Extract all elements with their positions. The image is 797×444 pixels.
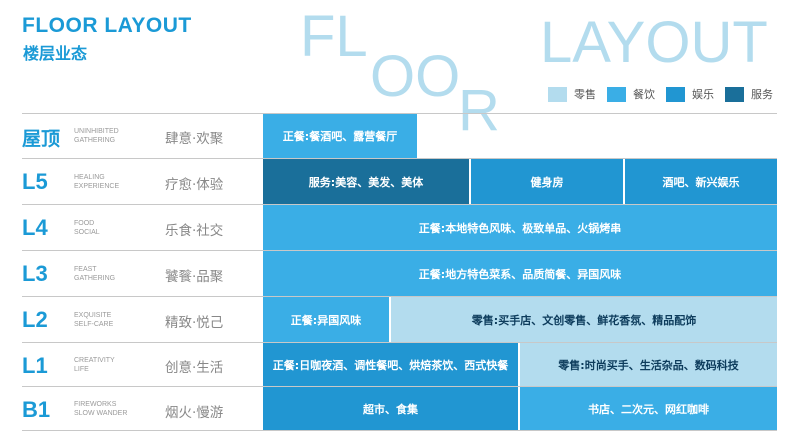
- floor-cell: 酒吧、新兴娱乐: [625, 159, 777, 204]
- decorative-letters-fl: FL: [300, 4, 368, 69]
- legend-service: 服务: [725, 85, 773, 103]
- floor-en-line1: FOOD: [74, 220, 95, 227]
- decorative-letters-layout: LAYOUT: [540, 10, 768, 75]
- floor-level: B1: [22, 397, 51, 422]
- dining-swatch: [607, 86, 626, 102]
- floor-en-line2: LIFE: [74, 366, 89, 373]
- divider: [22, 204, 777, 205]
- legend-dining: 餐饮: [607, 85, 655, 103]
- floor-cell: 书店、二次元、网红咖啡: [520, 387, 777, 430]
- floor-level: L3: [22, 261, 48, 286]
- floor-en-line2: GATHERING: [74, 137, 116, 144]
- divider: [22, 113, 777, 114]
- divider: [22, 296, 777, 297]
- floor-cell: 超市、食集: [263, 387, 520, 430]
- floor-theme: 饕餮·品聚: [165, 269, 224, 285]
- divider: [22, 386, 777, 387]
- floor-en-line1: CREATIVITY: [74, 357, 115, 364]
- decorative-letters-oo: OO: [370, 44, 461, 109]
- floor-cell: 正餐:餐酒吧、露营餐厅: [263, 114, 419, 158]
- legend-label: 餐饮: [633, 88, 655, 101]
- floor-theme: 乐食·社交: [165, 223, 224, 239]
- floor-en-line1: FEAST: [74, 266, 97, 273]
- floor-level: L1: [22, 353, 48, 378]
- floor-cell: 零售:时尚买手、生活杂品、数码科技: [520, 343, 777, 386]
- floor-cell: 健身房: [471, 159, 625, 204]
- floor-theme: 创意·生活: [165, 360, 224, 376]
- page-subtitle: 楼层业态: [23, 44, 88, 63]
- floor-cell: 正餐:日咖夜酒、调性餐吧、烘焙茶饮、西式快餐: [263, 343, 520, 386]
- floor-theme: 精致·悦己: [165, 315, 224, 331]
- legend-label: 零售: [574, 88, 596, 101]
- legend-retail: 零售: [548, 85, 596, 103]
- floor-en-line2: GATHERING: [74, 275, 116, 282]
- legend-label: 服务: [751, 88, 773, 101]
- decorative-letters-r: R: [458, 78, 500, 143]
- floor-cell: 服务:美容、美发、美体: [263, 159, 471, 204]
- floor-cell: 正餐:异国风味: [263, 297, 391, 342]
- floor-cell: 零售:买手店、文创零售、鲜花香氛、精品配饰: [391, 297, 777, 342]
- service-swatch: [725, 86, 744, 102]
- floor-cell: 正餐:地方特色菜系、品质简餐、异国风味: [263, 251, 777, 296]
- divider: [22, 430, 777, 431]
- floor-theme: 烟火·慢游: [165, 405, 224, 421]
- floor-level: 屋顶: [22, 128, 61, 150]
- floor-theme: 肆意·欢聚: [165, 131, 224, 147]
- floor-cell: 正餐:本地特色风味、极致单品、火锅烤串: [263, 205, 777, 250]
- floor-en-line1: HEALING: [74, 174, 105, 181]
- legend-label: 娱乐: [692, 88, 714, 101]
- floor-level: L4: [22, 215, 48, 240]
- divider: [22, 250, 777, 251]
- legend-entertainment: 娱乐: [666, 85, 714, 103]
- floor-en-line1: EXQUISITE: [74, 312, 112, 319]
- floor-en-line2: SELF-CARE: [74, 321, 114, 328]
- floor-en-line1: FIREWORKS: [74, 401, 117, 408]
- floor-theme: 疗愈·体验: [165, 177, 224, 193]
- floor-en-line2: EXPERIENCE: [74, 183, 120, 190]
- divider: [22, 342, 777, 343]
- floor-level: L2: [22, 307, 48, 332]
- floor-en-line1: UNINHIBITED: [74, 128, 119, 135]
- divider: [22, 158, 777, 159]
- floor-level: L5: [22, 169, 48, 194]
- floor-en-line2: SLOW WANDER: [74, 410, 128, 417]
- page-title: FLOOR LAYOUT: [22, 14, 192, 37]
- retail-swatch: [548, 86, 567, 102]
- floor-en-line2: SOCIAL: [74, 229, 100, 236]
- entertainment-swatch: [666, 86, 685, 102]
